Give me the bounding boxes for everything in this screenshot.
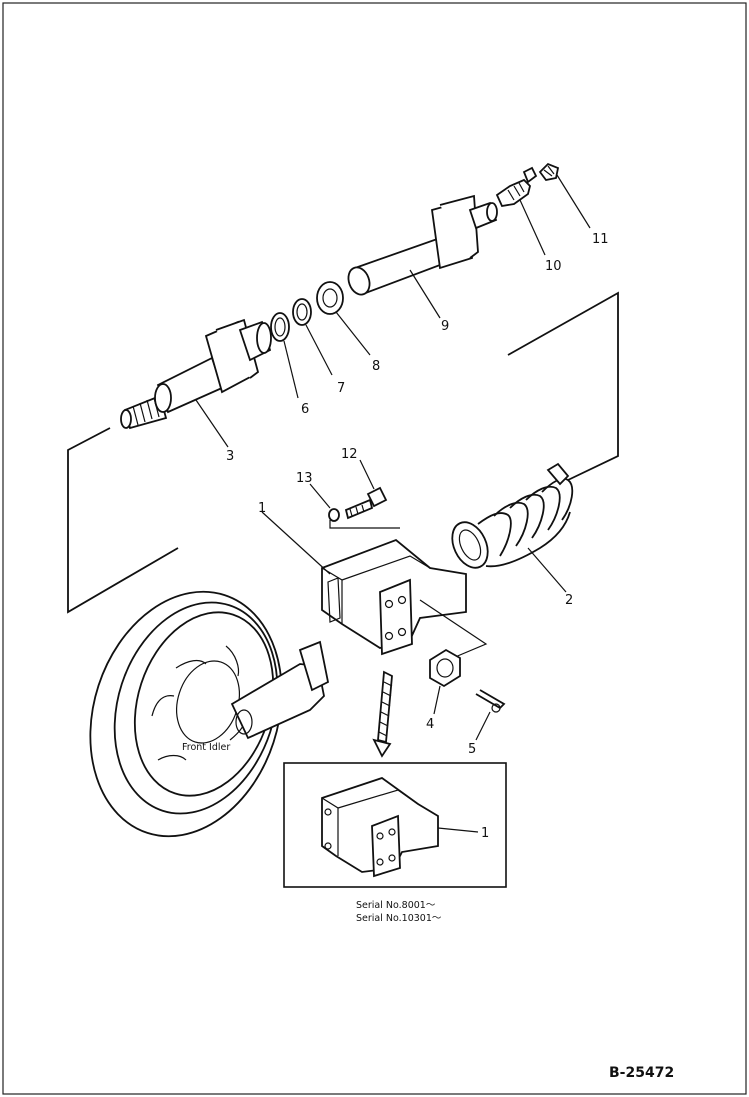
callout-4: 4 xyxy=(426,717,434,732)
callout-2: 2 xyxy=(565,593,573,608)
part-3-yoke-shaft xyxy=(120,318,272,448)
callout-6: 6 xyxy=(301,402,309,417)
serial-number-1: Serial No.8001～ xyxy=(356,900,436,911)
part-12-bolt xyxy=(344,459,388,520)
part-9-cylinder-rod xyxy=(347,194,498,319)
document-id: B-25472 xyxy=(609,1065,674,1081)
part-7-washer xyxy=(292,298,333,376)
callout-3: 3 xyxy=(226,449,234,464)
part-1-idler-yoke xyxy=(261,511,488,661)
part-10-grease-valve xyxy=(495,166,546,256)
callout-1: 1 xyxy=(258,501,266,516)
assembly-axis-lines xyxy=(67,291,619,614)
part-8-nut xyxy=(316,281,371,356)
serial-number-2: Serial No.10301～ xyxy=(356,913,442,924)
callout-7: 7 xyxy=(337,381,345,396)
callout-10: 10 xyxy=(545,259,562,274)
callout-11: 11 xyxy=(592,232,609,247)
part-13-lock-washer xyxy=(309,483,340,522)
callout-9: 9 xyxy=(441,319,449,334)
part-11-grease-cap xyxy=(538,162,591,229)
front-idler-label: Front Idler xyxy=(182,742,230,753)
part-6-ring xyxy=(270,312,299,399)
inset-box-serial-variant xyxy=(283,762,507,888)
callout-5: 5 xyxy=(468,742,476,757)
callout-1-inset: 1 xyxy=(481,826,489,841)
inset-reference-arrow xyxy=(372,670,393,758)
part-4-castle-nut xyxy=(429,648,461,715)
part-5-cotter-pin xyxy=(475,689,506,741)
callout-8: 8 xyxy=(372,359,380,374)
callout-12: 12 xyxy=(341,447,358,462)
part-2-recoil-spring xyxy=(451,462,574,593)
front-idler-wheel xyxy=(89,590,330,838)
callout-13: 13 xyxy=(296,471,313,486)
